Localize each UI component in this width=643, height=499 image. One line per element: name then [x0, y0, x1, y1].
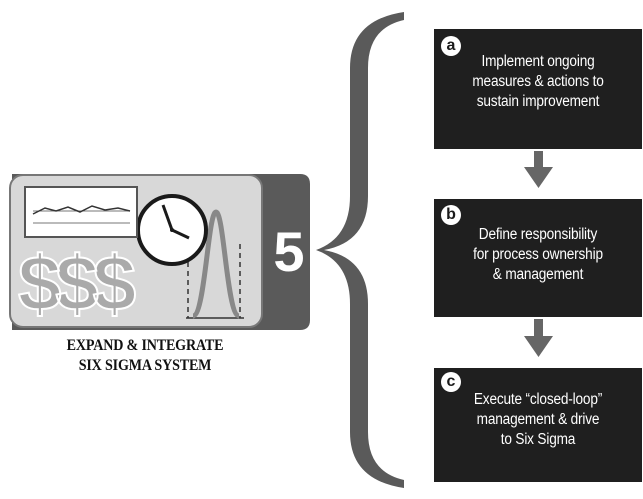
step-b-line-3: & management [492, 266, 584, 283]
step-a-box [434, 29, 642, 149]
step-a-line-3: sustain improvement [476, 93, 600, 110]
phase-title-line-1: EXPAND & INTEGRATE [66, 337, 224, 354]
arrow-down-icon [524, 319, 553, 357]
step-b-letter-badge: b [441, 205, 461, 225]
step-c-line-2: management & drive [476, 411, 600, 428]
step-b-line-1: Define responsibility [478, 226, 598, 243]
step-a-line-2: measures & actions to [472, 73, 604, 90]
step-c-line-1: Execute “closed-loop” [473, 391, 603, 408]
step-c-line-3: to Six Sigma [500, 431, 576, 448]
step-c-text: Execute “closed-loop” management & drive… [450, 390, 626, 450]
trend-chart-icon [24, 186, 138, 238]
clock-icon [136, 194, 208, 266]
curly-brace [316, 12, 404, 488]
arrow-down-icon [524, 151, 553, 188]
phase-number: 5 [273, 220, 305, 283]
step-a-text: Implement ongoing measures & actions to … [450, 52, 626, 112]
step-b-text: Define responsibility for process owners… [450, 225, 626, 285]
step-b-box [434, 199, 642, 317]
phase-title-line-2: SIX SIGMA SYSTEM [78, 357, 212, 374]
step-c-box [434, 368, 642, 482]
step-b-line-2: for process ownership [473, 246, 603, 263]
step-c-letter-badge: c [441, 372, 461, 392]
dollar-signs-icon: $$$ [18, 239, 136, 327]
step-a-line-1: Implement ongoing [481, 53, 595, 70]
step-a-letter-badge: a [441, 36, 461, 56]
